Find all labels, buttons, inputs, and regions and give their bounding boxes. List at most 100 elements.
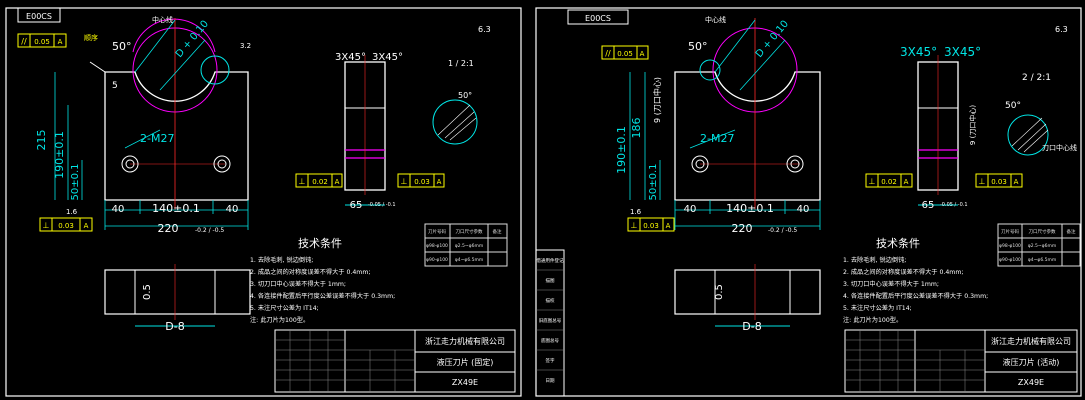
right-dim-thread: 2-M27 — [700, 132, 734, 145]
right-dim-40b: 40 — [797, 204, 810, 215]
svg-text:2. 成品之间的对称度误差不得大于 0.4mm;: 2. 成品之间的对称度误差不得大于 0.4mm; — [843, 268, 963, 276]
left-side-chamfer-a: 3X45° — [335, 52, 366, 63]
right-material-table: 刀片号码 刀口尺寸参数 备注 φ98-φ100 φ2.5~φ6mm φ90-φ1… — [997, 223, 1081, 267]
svg-text:2. 成品之间的对称度误差不得大于 0.4mm;: 2. 成品之间的对称度误差不得大于 0.4mm; — [250, 268, 370, 276]
left-center-label: 中心线 — [152, 15, 173, 24]
svg-text:⊥: ⊥ — [299, 177, 306, 186]
left-part-code: ZX49E — [452, 378, 478, 387]
right-part-code: ZX49E — [1018, 378, 1044, 387]
svg-text:日期: 日期 — [546, 378, 555, 384]
svg-text:描校: 描校 — [546, 297, 555, 304]
left-part-name: 液压刀片 (固定) — [437, 357, 494, 367]
svg-text:注: 此刀片为100型。: 注: 此刀片为100型。 — [843, 316, 902, 324]
right-cut-label: 9 (刀口中心) — [652, 77, 662, 123]
right-dimension-lines — [629, 19, 821, 230]
left-dimension-lines — [54, 19, 249, 230]
svg-text:1. 去除毛刺, 锐边倒钝;: 1. 去除毛刺, 锐边倒钝; — [250, 256, 313, 264]
left-detail-circle — [200, 55, 230, 85]
svg-text:φ98-φ100: φ98-φ100 — [999, 243, 1021, 249]
svg-text://: // — [605, 49, 611, 58]
left-tech-title: 技术条件 — [298, 236, 342, 250]
left-company: 浙江走力机械有限公司 — [425, 336, 505, 346]
right-bolt-hole-1 — [691, 155, 709, 173]
left-dim-thread: 2-M27 — [140, 132, 174, 145]
left-material-table: 刀片号码 刀口尺寸参数 备注 φ98-φ100 φ2.5~φ6mm φ90-φ1… — [424, 223, 508, 267]
right-bolt-hole-2 — [786, 155, 804, 173]
svg-text:0.05: 0.05 — [34, 38, 50, 46]
svg-text:刀口尺寸参数: 刀口尺寸参数 — [1029, 228, 1056, 235]
left-side-w65-tol: -0.05 / -0.1 — [368, 202, 396, 208]
svg-text:备注: 备注 — [1067, 228, 1076, 235]
right-ra63: 6.3 — [1055, 25, 1068, 34]
svg-text:A: A — [904, 178, 909, 186]
svg-text:A: A — [84, 222, 89, 230]
right-tech-items: 1. 去除毛刺, 锐边倒钝; 2. 成品之间的对称度误差不得大于 0.4mm; … — [843, 256, 988, 324]
svg-text:φ2.5~φ6mm: φ2.5~φ6mm — [1028, 243, 1057, 249]
left-detail-view — [432, 99, 478, 145]
svg-text:刀片号码: 刀片号码 — [1001, 228, 1019, 235]
svg-text:5. 未注尺寸公差为 IT14;: 5. 未注尺寸公差为 IT14; — [250, 304, 319, 312]
left-code-box — [17, 7, 61, 23]
left-dim-d8: D-8 — [165, 320, 184, 333]
svg-text://: // — [21, 37, 27, 46]
right-dim-40a: 40 — [684, 204, 697, 215]
left-parallel-frame: // 0.05 A — [17, 33, 67, 48]
right-perp-frame-b: ⊥ 0.03 A — [975, 173, 1023, 188]
svg-text:φ98-φ100: φ98-φ100 — [426, 243, 448, 249]
left-dim-140: 140±0.1 — [152, 202, 200, 215]
left-code: E00CS — [26, 12, 52, 21]
right-title-block: 浙江走力机械有限公司 液压刀片 (活动) ZX49E — [844, 329, 1078, 393]
svg-text:0.03: 0.03 — [991, 178, 1007, 186]
svg-text:⊥: ⊥ — [979, 177, 986, 186]
svg-text:φ2.5~φ6mm: φ2.5~φ6mm — [455, 243, 484, 249]
svg-text:0.05: 0.05 — [617, 50, 633, 58]
svg-text:⊥: ⊥ — [869, 177, 876, 186]
svg-text:4. 各连接件配置后平行度公差误差不得大于 0.3mm;: 4. 各连接件配置后平行度公差误差不得大于 0.3mm; — [843, 292, 988, 300]
left-perp-frame-a: ⊥ 0.02 A — [295, 173, 343, 188]
right-side-chamfer-b: 3X45° — [944, 45, 981, 59]
svg-text:⊥: ⊥ — [401, 177, 408, 186]
left-dim-05: 0.5 — [142, 284, 153, 300]
svg-text:3. 切刀口中心误差不得大于 1mm;: 3. 切刀口中心误差不得大于 1mm; — [843, 280, 939, 288]
right-side-w65-tol: -0.05 / -0.1 — [940, 202, 968, 208]
left-dim-220: 220 — [158, 222, 179, 235]
svg-text:0.02: 0.02 — [312, 178, 328, 186]
svg-text:φ4~φ6.5mm: φ4~φ6.5mm — [1028, 257, 1057, 263]
left-dim-220-tol: -0.2 / -0.5 — [195, 227, 224, 234]
right-dim-angle: 50° — [688, 40, 708, 53]
left-arc-highlight — [132, 18, 216, 53]
left-front-view — [104, 71, 249, 201]
svg-text:3. 切刀口中心误差不得大于 1mm;: 3. 切刀口中心误差不得大于 1mm; — [250, 280, 346, 288]
right-dim-d8: D-8 — [742, 320, 761, 333]
svg-text:A: A — [640, 50, 645, 58]
right-code: E00CS — [585, 14, 611, 23]
svg-text:0.03: 0.03 — [643, 222, 659, 230]
svg-text:注: 此刀片为100型。: 注: 此刀片为100型。 — [250, 316, 309, 324]
svg-text:刀片号码: 刀片号码 — [428, 228, 446, 235]
right-dim-140: 140±0.1 — [726, 202, 774, 215]
right-side-label: 9 (刀口中心) — [968, 105, 977, 145]
svg-text:⊥: ⊥ — [631, 221, 638, 230]
left-dim-40a: 40 — [112, 204, 125, 215]
right-side-w65: 65 — [922, 200, 935, 211]
left-side-w65: 65 — [350, 200, 363, 211]
svg-text:A: A — [666, 222, 671, 230]
svg-text:借通用件登记: 借通用件登记 — [537, 257, 564, 264]
right-perp-frame-front: ⊥ 0.03 A — [627, 217, 675, 232]
right-company: 浙江走力机械有限公司 — [991, 336, 1071, 346]
right-perp-frame-a: ⊥ 0.02 A — [865, 173, 913, 188]
right-detail-circle — [699, 59, 721, 81]
left-ra16: 1.6 — [66, 208, 78, 216]
left-dim-angle: 50° — [112, 40, 132, 53]
svg-text:⊥: ⊥ — [43, 221, 50, 230]
right-tech-title: 技术条件 — [876, 236, 920, 250]
svg-text:A: A — [1014, 178, 1019, 186]
svg-text:5. 未注尺寸公差为 IT14;: 5. 未注尺寸公差为 IT14; — [843, 304, 912, 312]
left-ra32: 3.2 — [240, 42, 251, 50]
right-side-chamfer-a: 3X45° — [900, 45, 937, 59]
left-bolt-hole-1 — [121, 155, 139, 173]
left-tech-items: 1. 去除毛刺, 锐边倒钝; 2. 成品之间的对称度误差不得大于 0.4mm; … — [250, 256, 395, 324]
svg-text:A: A — [437, 178, 442, 186]
left-perp-frame-front: ⊥ 0.03 A — [39, 217, 93, 232]
right-sheet: E00CS 借通用件登记 描图 描校 旧底图总号 底图总号 签字 日期 // — [535, 7, 1082, 397]
